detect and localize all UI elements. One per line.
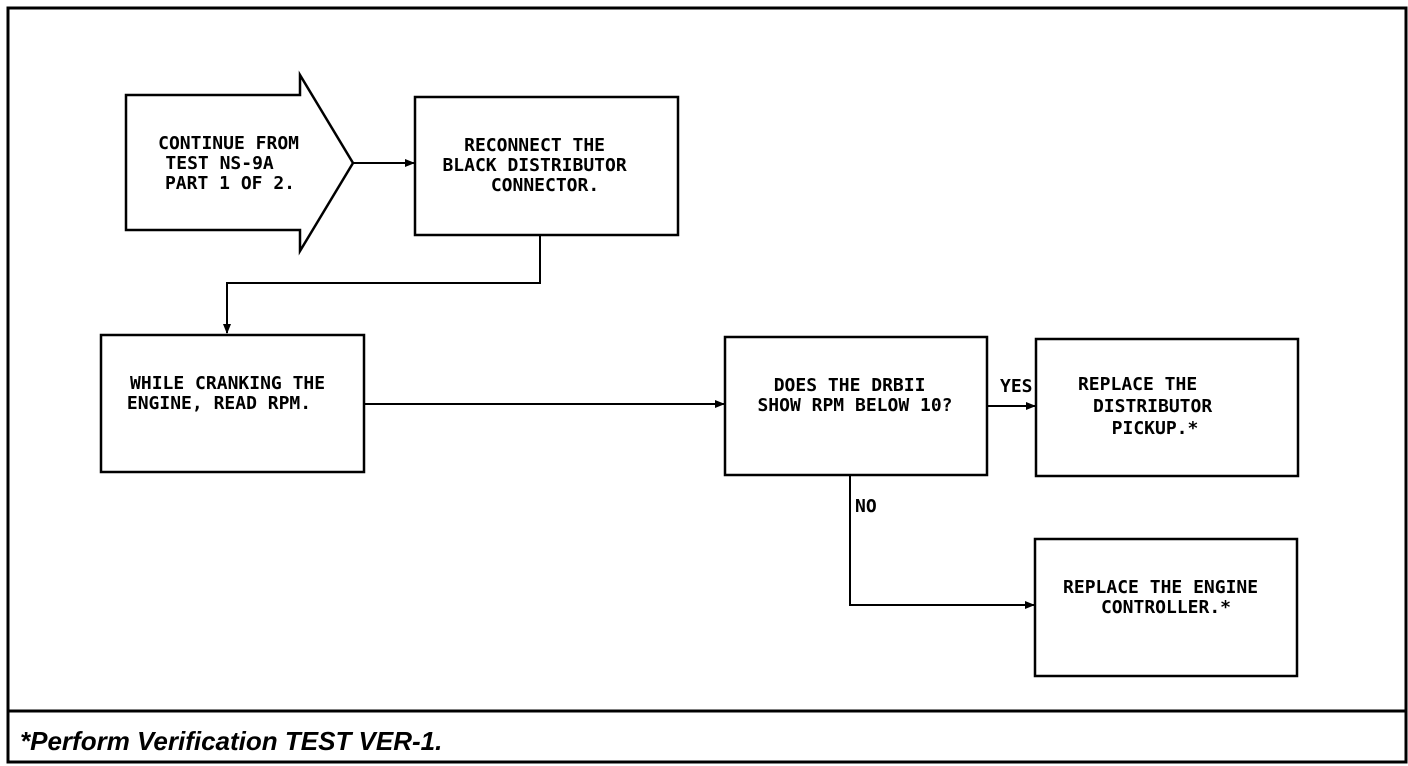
reconnect-line-3: CONNECTOR.: [491, 175, 599, 196]
cranking-box-text: WHILE CRANKING THE ENGINE, READ RPM.: [127, 373, 336, 414]
connector-question-no: [849, 475, 1035, 609]
start-arrow-text: CONTINUE FROM TEST NS-9A PART 1 OF 2.: [158, 133, 310, 194]
replace-pickup-box-text: REPLACE THE DISTRIBUTOR PICKUP.*: [1078, 374, 1223, 439]
question-box: [723, 335, 989, 477]
outer-frame: [6, 6, 1408, 764]
replace-pickup-line-2: DISTRIBUTOR: [1093, 396, 1212, 417]
cranking-line-1: WHILE CRANKING THE: [130, 373, 325, 394]
reconnect-line-1: RECONNECT THE: [464, 135, 605, 156]
reconnect-line-2: BLACK DISTRIBUTOR: [442, 155, 626, 176]
start-arrow-line-3: PART 1 OF 2.: [165, 173, 295, 194]
replace-pickup-line-3: PICKUP.*: [1112, 418, 1199, 439]
verification-footnote: *Perform Verification TEST VER-1.: [20, 726, 443, 756]
question-line-2: SHOW RPM BELOW 10?: [757, 395, 952, 416]
connector-reconnect-to-cranking: [223, 235, 541, 334]
question-line-1: DOES THE DRBII: [774, 375, 926, 396]
replace-controller-box: [1033, 537, 1299, 678]
replace-controller-line-1: REPLACE THE ENGINE: [1063, 577, 1258, 598]
start-arrow-shape: [124, 70, 355, 256]
no-label: NO: [855, 496, 877, 517]
replace-controller-line-2: CONTROLLER.*: [1101, 597, 1231, 618]
reconnect-box-text: RECONNECT THE BLACK DISTRIBUTOR CONNECTO…: [442, 135, 637, 196]
replace-pickup-box: [1034, 337, 1300, 478]
reconnect-box: [413, 95, 680, 237]
replace-pickup-line-1: REPLACE THE: [1078, 374, 1197, 395]
yes-label: YES: [1000, 376, 1033, 397]
replace-controller-box-text: REPLACE THE ENGINE CONTROLLER.*: [1063, 577, 1269, 618]
cranking-line-2: ENGINE, READ RPM.: [127, 393, 311, 414]
question-box-text: DOES THE DRBII SHOW RPM BELOW 10?: [757, 375, 952, 416]
start-arrow-line-2: TEST NS-9A: [165, 153, 274, 174]
start-arrow-line-1: CONTINUE FROM: [158, 133, 299, 154]
